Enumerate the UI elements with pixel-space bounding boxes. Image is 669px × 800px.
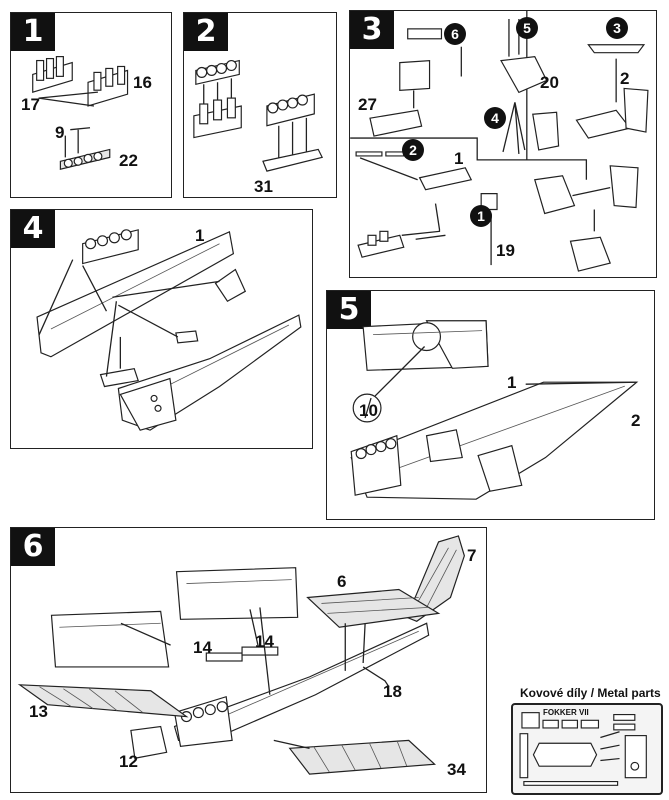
- fret-name: FOKKER VII: [543, 708, 589, 717]
- step-6-label-14-left: 14: [193, 638, 212, 657]
- step-6-illustration: [17, 535, 465, 775]
- lower-wing-right: [288, 739, 436, 775]
- step-3-badge: 3: [350, 11, 394, 49]
- step-3-circle-3: 3: [606, 17, 628, 39]
- step-6-label-12: 12: [119, 752, 138, 771]
- step-1-panel: 1 17 16 9 22: [10, 12, 172, 198]
- seat-frame-assembly-right: [262, 93, 324, 172]
- step-6-label-6: 6: [337, 572, 347, 591]
- seat-frame-assembly: [82, 229, 139, 265]
- seat-part-27: [575, 44, 649, 139]
- step-3-circle-4: 4: [484, 107, 506, 129]
- fuselage-side-view-lower: [50, 610, 170, 668]
- step-1-label-17: 17: [21, 95, 40, 114]
- rear-frame-part: [32, 56, 73, 93]
- step-5-label-1: 1: [507, 373, 517, 392]
- seat-back-part: [369, 28, 462, 137]
- wheel-cover-part: [130, 725, 168, 759]
- step-2-label-31: 31: [254, 177, 273, 196]
- fuselage-assembly: [350, 381, 639, 500]
- step-3-circle-6: 6: [444, 23, 466, 45]
- step-3-label-20: 27: [358, 95, 377, 114]
- step-6-panel: 6: [10, 527, 487, 793]
- step-6-label-34: 34: [447, 760, 466, 779]
- fuselage-side-view-upper: [175, 567, 299, 620]
- seat-bracket-part: [355, 151, 473, 191]
- step-3-panel: 3: [349, 10, 657, 278]
- step-5-badge: 5: [327, 291, 371, 329]
- step-5-label-10: 10: [359, 401, 378, 420]
- pedal-bar-part: [59, 127, 111, 170]
- step-2-panel: 2 31: [183, 12, 337, 198]
- step-5-illustration: [350, 320, 639, 500]
- step-2-illustration: [193, 59, 324, 172]
- step-1-badge: 1: [11, 13, 55, 51]
- step-3-circle-1: 1: [470, 205, 492, 227]
- seat-with-belts: [500, 18, 560, 154]
- step-5-label-2: 2: [631, 411, 641, 430]
- seat-frame-assembly-left: [193, 59, 242, 139]
- step-3-circle-5: 5: [516, 17, 538, 39]
- step-3-label-8: 20: [540, 73, 559, 92]
- step-1-label-16: 16: [133, 73, 152, 92]
- step-3-label-27: 2: [620, 69, 630, 88]
- step-6-label-14-right: 14: [255, 632, 274, 651]
- front-frame-part: [87, 65, 129, 107]
- step-3-illustration: [350, 11, 649, 272]
- step-4-badge: 4: [11, 210, 55, 248]
- seat-part: [214, 268, 247, 303]
- metal-parts-title: Kovové díly / Metal parts: [520, 686, 661, 700]
- photo-etched-fret: FOKKER VII: [511, 703, 663, 795]
- rudder-pedal-assembly: [357, 193, 498, 266]
- step-6-label-7: 7: [467, 546, 477, 565]
- step-6-label-18: 18: [383, 682, 402, 701]
- upper-wing-left: [17, 684, 189, 718]
- step-1-illustration: [32, 56, 129, 170]
- step-4-panel: 4 1: [10, 209, 313, 449]
- step-3-label-19: 19: [496, 241, 515, 260]
- step-3-circle-2: 2: [402, 139, 424, 161]
- step-5-panel: 5 1 10 2: [326, 290, 655, 520]
- fret-parts-illustration: [519, 712, 647, 786]
- step-6-label-13: 13: [29, 702, 48, 721]
- step-4-label-1: 1: [195, 226, 205, 245]
- vertical-fin: [406, 535, 465, 622]
- step-6-badge: 6: [11, 528, 55, 566]
- fuselage-half-right: [117, 314, 302, 431]
- strut-parts: [205, 646, 279, 662]
- horizontal-stabilizer: [306, 588, 441, 628]
- step-4-illustration: [36, 229, 302, 431]
- step-1-label-22: 22: [119, 151, 138, 170]
- step-3-label-32: 1: [454, 149, 464, 168]
- floor-part: [99, 336, 139, 388]
- fuselage-side-view: [362, 320, 489, 371]
- control-stick-detail: [352, 393, 382, 423]
- step-1-label-9: 9: [55, 123, 65, 142]
- fuselage-main: [173, 622, 430, 748]
- seat-cradle-assembly: [533, 165, 639, 272]
- step-2-badge: 2: [184, 13, 228, 51]
